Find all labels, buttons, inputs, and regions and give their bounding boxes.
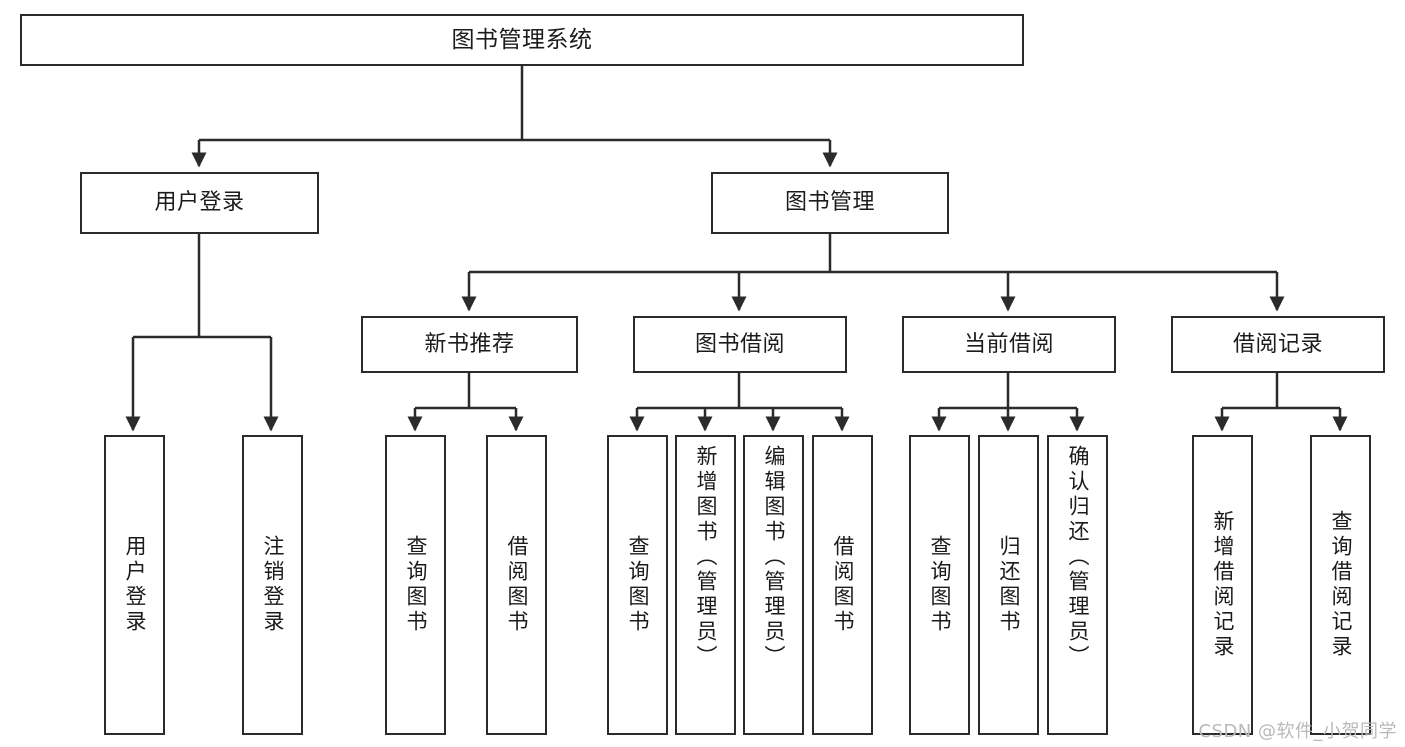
node-label: 新增图书（管理员） [694, 445, 718, 670]
leaf-edit-book-admin[interactable]: 编辑图书（管理员） [743, 435, 804, 735]
node-label: 图书管理系统 [451, 26, 593, 53]
node-current-borrow[interactable]: 当前借阅 [902, 316, 1116, 373]
node-label: 图书管理 [784, 190, 875, 216]
node-user-login[interactable]: 用户登录 [80, 172, 319, 234]
node-label: 确认归还（管理员） [1066, 445, 1090, 670]
node-label: 借阅图书 [505, 535, 529, 635]
node-label: 查询借阅记录 [1329, 510, 1353, 660]
node-label: 借阅图书 [831, 535, 855, 635]
watermark-text: CSDN @软件_小贺同学 [1198, 721, 1397, 742]
leaf-return-book[interactable]: 归还图书 [978, 435, 1039, 735]
leaf-add-book-admin[interactable]: 新增图书（管理员） [675, 435, 736, 735]
node-label: 查询图书 [404, 535, 428, 635]
node-book-borrow[interactable]: 图书借阅 [633, 316, 847, 373]
node-label: 图书借阅 [694, 331, 785, 357]
leaf-logout[interactable]: 注销登录 [242, 435, 303, 735]
node-borrow-record[interactable]: 借阅记录 [1171, 316, 1385, 373]
node-label: 编辑图书（管理员） [762, 445, 786, 670]
node-label: 归还图书 [997, 535, 1021, 635]
leaf-borrow-book-recommend[interactable]: 借阅图书 [486, 435, 547, 735]
node-label: 借阅记录 [1232, 331, 1323, 357]
node-new-book-recommend[interactable]: 新书推荐 [361, 316, 578, 373]
node-label: 查询图书 [928, 535, 952, 635]
leaf-query-book-current[interactable]: 查询图书 [909, 435, 970, 735]
leaf-query-borrow-record[interactable]: 查询借阅记录 [1310, 435, 1371, 735]
node-label: 用户登录 [123, 535, 147, 635]
node-root-book-management-system[interactable]: 图书管理系统 [20, 14, 1024, 66]
leaf-confirm-return-admin[interactable]: 确认归还（管理员） [1047, 435, 1108, 735]
node-label: 用户登录 [154, 190, 245, 216]
node-label: 注销登录 [261, 535, 285, 635]
leaf-borrow-book[interactable]: 借阅图书 [812, 435, 873, 735]
node-label: 新增借阅记录 [1211, 510, 1235, 660]
node-label: 当前借阅 [963, 331, 1054, 357]
node-label: 新书推荐 [424, 331, 515, 357]
node-book-management[interactable]: 图书管理 [711, 172, 949, 234]
leaf-user-login[interactable]: 用户登录 [104, 435, 165, 735]
node-label: 查询图书 [626, 535, 650, 635]
leaf-add-borrow-record[interactable]: 新增借阅记录 [1192, 435, 1253, 735]
leaf-query-book-borrow[interactable]: 查询图书 [607, 435, 668, 735]
leaf-query-book-recommend[interactable]: 查询图书 [385, 435, 446, 735]
